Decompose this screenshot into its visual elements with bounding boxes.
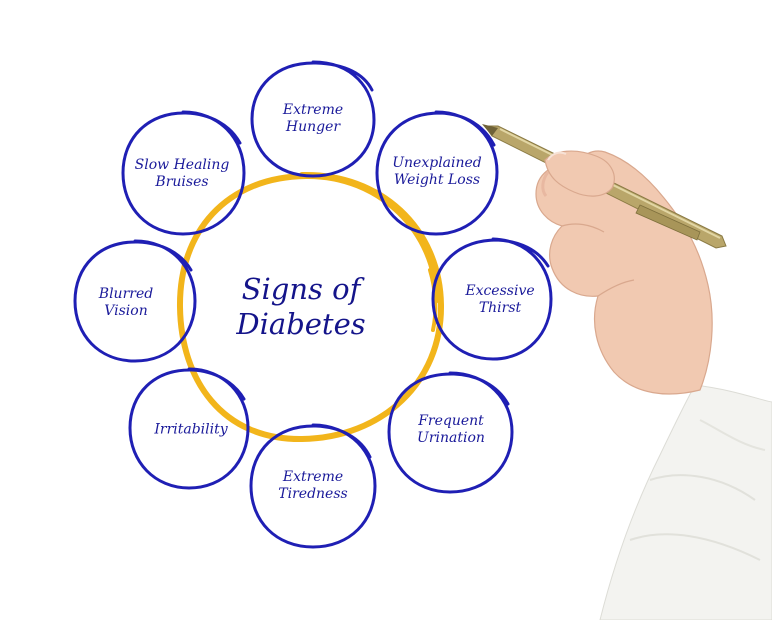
node-label-line: Blurred (98, 286, 154, 302)
node-label-line: Tiredness (278, 486, 348, 502)
node-label-line: Frequent (418, 413, 484, 429)
node-ring-unexplained-weight-loss (375, 110, 499, 236)
node-label-line: Vision (104, 303, 148, 319)
node-label-line: Excessive (465, 283, 535, 299)
node-excessive-thirst: Excessive Thirst (465, 283, 534, 317)
node-label-line: Slow Healing (134, 157, 230, 173)
node-ring-slow-healing-bruises (121, 110, 246, 236)
node-extreme-hunger: Extreme Hunger (283, 102, 343, 136)
node-irritability: Irritability (154, 422, 227, 439)
node-ring-blurred-vision (73, 239, 197, 363)
node-unexplained-weight-loss: Unexplained Weight Loss (392, 155, 482, 189)
center-title: Signs of Diabetes (236, 272, 365, 342)
node-label-line: Extreme (282, 469, 344, 485)
node-label-line: Extreme (282, 102, 344, 118)
center-title-line: Diabetes (236, 307, 366, 341)
node-label-line: Weight Loss (393, 172, 481, 188)
node-label-line: Bruises (155, 174, 209, 190)
finger (544, 150, 615, 197)
node-extreme-tiredness: Extreme Tiredness (278, 469, 347, 503)
node-ring-extreme-hunger (250, 60, 376, 178)
node-ring-extreme-tiredness (249, 423, 377, 549)
node-slow-healing-bruises: Slow Healing Bruises (135, 157, 230, 191)
node-label-line: Unexplained (392, 155, 482, 171)
node-label-line: Thirst (478, 300, 522, 316)
node-ring-excessive-thirst (431, 237, 553, 361)
node-ring-frequent-urination (387, 371, 514, 494)
node-label-line: Hunger (285, 119, 341, 135)
node-label-line: Urination (417, 430, 485, 446)
node-ring-irritability (128, 367, 250, 490)
sleeve (599, 384, 772, 620)
node-blurred-vision: Blurred Vision (99, 286, 153, 320)
center-title-line: Signs of (241, 272, 361, 306)
node-frequent-urination: Frequent Urination (417, 413, 485, 447)
node-label-line: Irritability (154, 421, 228, 438)
